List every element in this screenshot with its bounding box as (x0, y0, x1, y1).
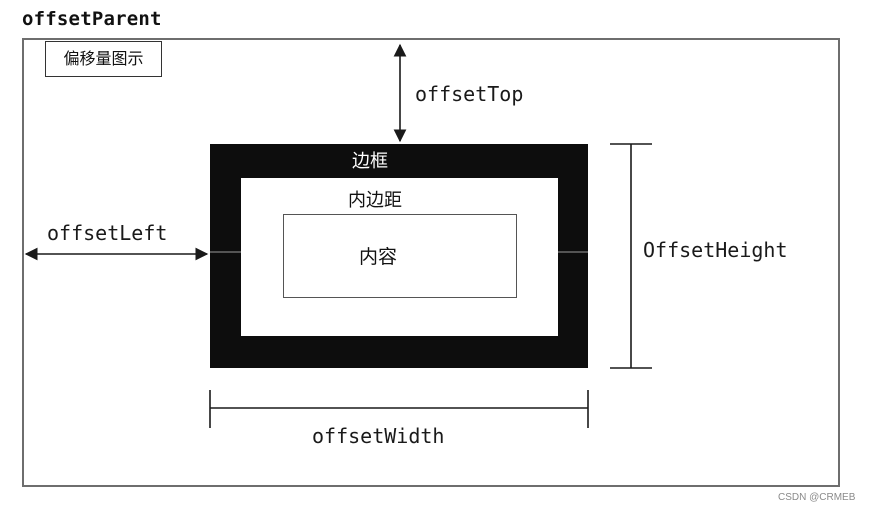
offset-parent-frame (22, 38, 840, 487)
watermark: CSDN @CRMEB (778, 492, 856, 503)
offset-width-label: offsetWidth (312, 424, 445, 448)
legend-label: 偏移量图示 (45, 41, 162, 77)
offset-left-label: offsetLeft (47, 221, 168, 245)
offset-parent-label: offsetParent (22, 8, 162, 30)
offset-top-label: offsetTop (415, 82, 524, 106)
element-content-box (283, 214, 517, 298)
offset-height-dimension (610, 143, 652, 369)
border-label: 边框 (352, 151, 388, 172)
offset-width-dimension (209, 390, 589, 428)
padding-label: 内边距 (348, 190, 402, 211)
offset-height-label: OffsetHeight (643, 238, 788, 262)
content-label: 内容 (358, 246, 397, 268)
